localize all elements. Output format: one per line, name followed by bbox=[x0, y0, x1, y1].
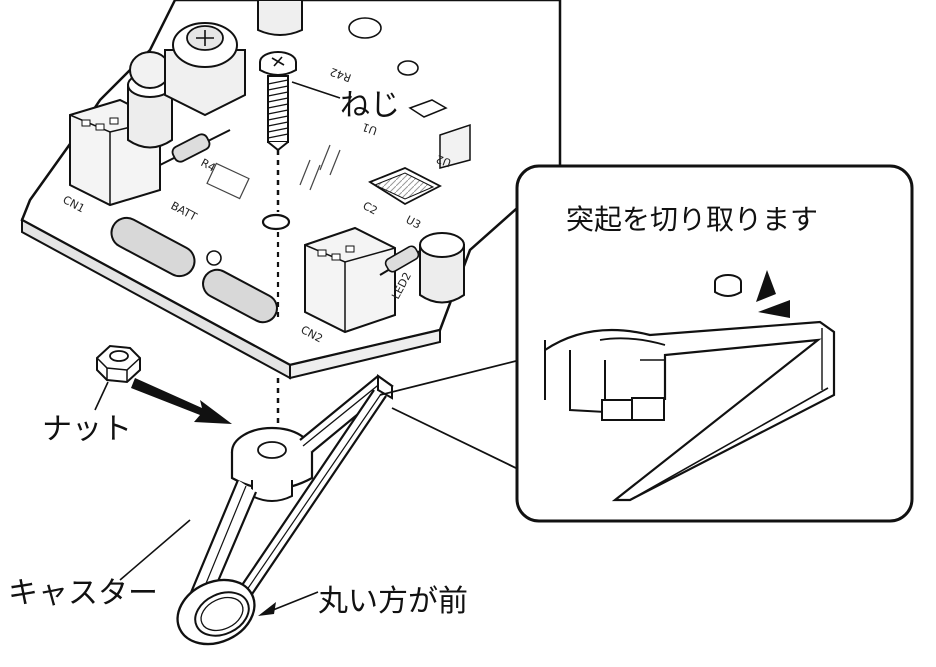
round-front-leader bbox=[267, 591, 319, 613]
chip-u3 bbox=[368, 99, 471, 206]
pcb-label-r4: R4 bbox=[199, 156, 218, 174]
pcb-label-c2: C2 bbox=[361, 199, 380, 217]
label-nut: ナット bbox=[42, 412, 132, 447]
connector-cn2 bbox=[304, 226, 396, 334]
nut-leader-line bbox=[94, 381, 109, 411]
cut-marker-lower bbox=[758, 300, 790, 318]
pcb-board: CN1 CN2 BATT R4 U1 U2 U3 C2 LED2 R42 bbox=[20, 0, 562, 380]
pcb-label-u2: U2 bbox=[434, 152, 453, 169]
pcb-label-u1: U1 bbox=[360, 120, 379, 137]
label-round-front: 丸い方が前 bbox=[318, 584, 468, 619]
pcb-label-u3: U3 bbox=[404, 213, 423, 232]
screw-leader-line bbox=[291, 81, 341, 99]
caster-leader-line bbox=[119, 519, 191, 581]
switch-component bbox=[164, 0, 303, 117]
screw bbox=[259, 51, 297, 152]
callout-title: 突起を切り取ります bbox=[566, 203, 819, 236]
caster-detail bbox=[544, 320, 836, 502]
screw-hole bbox=[261, 213, 291, 231]
label-caster: キャスター bbox=[8, 576, 158, 611]
cut-marker-upper bbox=[756, 270, 776, 302]
detail-callout bbox=[379, 164, 914, 523]
caster bbox=[176, 374, 394, 646]
round-front-arrowhead bbox=[258, 602, 276, 616]
label-screw: ねじ bbox=[340, 88, 400, 123]
led-2 bbox=[419, 232, 465, 304]
insert-arrow bbox=[131, 378, 232, 424]
resistor-r4 bbox=[159, 129, 231, 166]
cut-nub bbox=[714, 274, 742, 297]
nut bbox=[96, 344, 141, 384]
silkscreen-marks bbox=[206, 144, 341, 200]
